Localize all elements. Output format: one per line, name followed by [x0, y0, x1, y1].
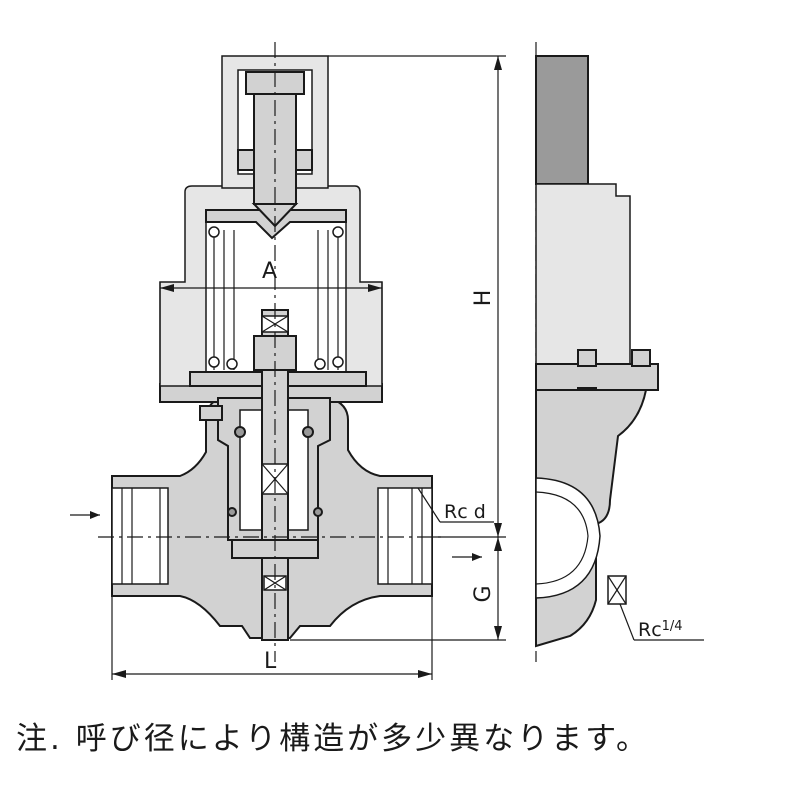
- side-pipe-bore: [535, 477, 601, 599]
- front-sectional-view: [98, 42, 446, 662]
- side-view: [535, 42, 659, 662]
- side-flange: [535, 363, 659, 391]
- flange-bolt: [199, 405, 223, 421]
- footnote: 注. 呼び径により構造が多少異なります。: [16, 721, 650, 757]
- rc-d-leader: [417, 487, 441, 523]
- left-inlet-port: [111, 487, 169, 585]
- o-ring-right: [302, 426, 314, 438]
- label-l: L: [264, 649, 277, 674]
- side-cap: [535, 55, 589, 185]
- dimensions: [70, 55, 704, 680]
- label-h: H: [471, 290, 496, 307]
- side-bonnet: [535, 183, 631, 365]
- label-a: A: [262, 259, 277, 284]
- spring: [208, 226, 344, 370]
- right-outlet-port: [377, 487, 433, 585]
- label-rc-quarter: Rc1/4: [638, 619, 683, 641]
- rc-quarter-leader: [619, 603, 635, 641]
- o-ring-left: [234, 426, 246, 438]
- label-rc-d: Rc d: [444, 501, 486, 523]
- label-g: G: [471, 585, 496, 602]
